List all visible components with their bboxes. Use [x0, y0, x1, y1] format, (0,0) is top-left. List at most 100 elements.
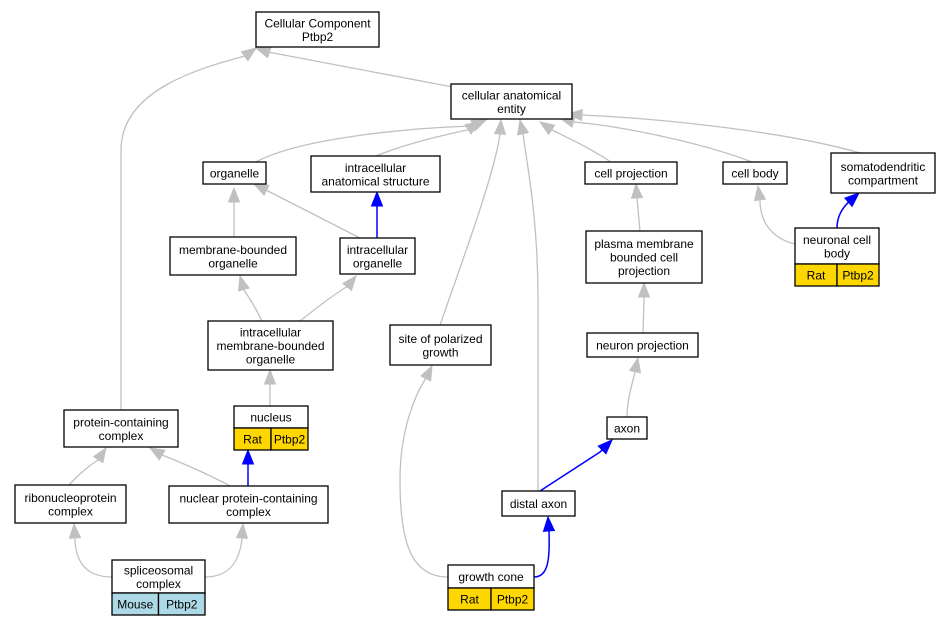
- edge-distalaxon-cae: [516, 118, 539, 491]
- node-box: [830, 152, 936, 194]
- node-label: organelle: [210, 167, 260, 181]
- edge-distalaxon-axon: [539, 439, 613, 492]
- node-box: [207, 320, 334, 371]
- arrowhead: [843, 192, 861, 208]
- node-box: [585, 230, 703, 284]
- edge-ias-cae: [375, 121, 482, 157]
- node-box: [14, 484, 127, 524]
- node-neuronproj[interactable]: neuron projection: [586, 332, 699, 358]
- node-label: cellular anatomical: [462, 88, 561, 102]
- annotation-label: Ptbp2: [274, 433, 306, 447]
- node-label: somatodendritic: [841, 160, 926, 174]
- arrowhead: [493, 118, 507, 135]
- arrowhead: [240, 47, 258, 62]
- node-label: complex: [136, 577, 181, 591]
- edge-cae-root: [254, 46, 459, 89]
- annotation-gene: Ptbp2: [490, 587, 535, 611]
- node-box: [450, 83, 573, 120]
- node-box: [501, 490, 576, 517]
- edge-rnp-pcc: [68, 446, 107, 486]
- arrowhead: [227, 186, 241, 203]
- node-label: spliceosomal: [124, 563, 193, 577]
- arrowhead: [628, 356, 642, 374]
- node-label: complex: [48, 504, 93, 518]
- annotation-label: Rat: [807, 269, 826, 283]
- node-organelle[interactable]: organelle: [202, 161, 267, 185]
- annotation-label: Ptbp2: [166, 598, 198, 612]
- edges-layer: [68, 46, 861, 578]
- node-label: growth: [422, 345, 458, 359]
- annotation-label: Mouse: [117, 598, 153, 612]
- node-box: [202, 161, 267, 185]
- annotation-species: Rat: [447, 587, 492, 611]
- edge-intraorg-organelle: [252, 183, 361, 239]
- node-label: body: [824, 246, 850, 260]
- node-distalaxon[interactable]: distal axon: [501, 490, 576, 517]
- node-box: [63, 409, 179, 448]
- node-box: [586, 332, 699, 358]
- arrowhead: [92, 446, 107, 464]
- node-label: axon: [614, 422, 640, 436]
- edge-spliceo-rnp: [68, 522, 113, 578]
- node-box: [606, 416, 648, 440]
- node-label: Ptbp2: [302, 30, 334, 44]
- edge-ncb-cellbody: [753, 184, 796, 245]
- node-label: nuclear protein-containing: [179, 491, 317, 505]
- annotation-gene: Ptbp2: [836, 263, 880, 287]
- node-axon[interactable]: axon: [606, 416, 648, 440]
- arrowhead: [241, 448, 255, 465]
- node-label: membrane-bounded: [216, 339, 324, 353]
- node-label: cell projection: [594, 167, 667, 181]
- edge-somato-cae: [566, 108, 861, 154]
- node-label: neuronal cell: [803, 233, 871, 247]
- node-cellproj[interactable]: cell projection: [584, 161, 678, 185]
- arrowhead: [637, 281, 651, 298]
- edge-npcc-nucleus: [241, 448, 255, 486]
- node-label: Cellular Component: [264, 16, 371, 30]
- node-label: entity: [497, 102, 526, 116]
- arrowhead: [464, 121, 482, 135]
- node-label: growth cone: [458, 570, 524, 584]
- arrowhead: [370, 190, 384, 207]
- node-cellbody[interactable]: cell body: [722, 161, 788, 185]
- arrowhead: [237, 274, 250, 292]
- node-label: compartment: [848, 173, 919, 187]
- arrowhead: [753, 184, 767, 202]
- edge-intraorg-ias: [370, 190, 384, 238]
- annotation-species: Rat: [794, 263, 838, 287]
- arrowhead: [263, 368, 277, 385]
- node-label: intracellular: [347, 243, 408, 257]
- edge-imbo-intraorg: [299, 274, 357, 322]
- arrowhead: [542, 515, 556, 532]
- node-box: [169, 236, 297, 276]
- node-label: site of polarized: [398, 332, 482, 346]
- annotation-species: Mouse: [111, 592, 160, 616]
- node-label: complex: [99, 429, 144, 443]
- node-label: protein-containing: [73, 415, 168, 429]
- node-label: intracellular: [345, 161, 406, 175]
- annotation-species: Rat: [233, 427, 272, 451]
- arrowhead: [597, 439, 613, 455]
- arrowhead: [148, 447, 166, 461]
- edge-growthcone-spg: [399, 364, 449, 578]
- arrowhead: [252, 183, 270, 197]
- node-label: organelle: [208, 256, 258, 270]
